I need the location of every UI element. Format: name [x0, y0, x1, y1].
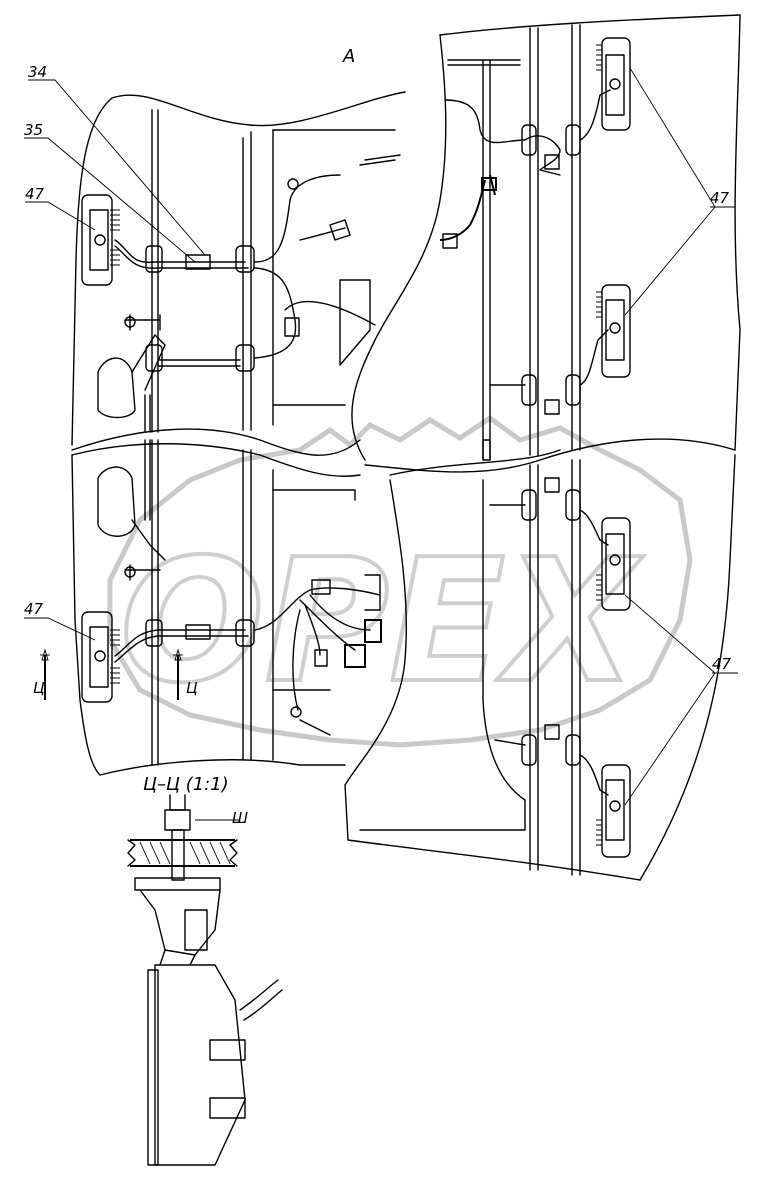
section-label: Ц–Ц (1:1)	[143, 774, 229, 795]
labels: А 34 35 47 47 47 47 Ц Ц Ц–Ц (1:1) Ш	[24, 46, 732, 827]
lamp-left-bottom	[81, 611, 120, 703]
lamp-right-4	[596, 764, 631, 858]
wiring-right	[439, 89, 611, 796]
watermark-logo: ОРЕХ	[107, 414, 693, 748]
section-detail	[127, 794, 283, 1166]
cut-marker-left: Ц	[33, 679, 45, 697]
clearance-lamp-left-lower	[97, 439, 166, 581]
callout-47-left-top: 47	[25, 185, 45, 203]
wiring-left-lower	[114, 574, 382, 736]
lamp-right-2	[596, 284, 631, 378]
clearance-lamp-left-upper	[97, 334, 166, 433]
watermark-text: ОРЕХ	[120, 523, 644, 721]
wiring-left-upper	[114, 174, 376, 372]
left-lower-panel	[71, 439, 361, 776]
callout-47-right-bottom: 47	[712, 655, 732, 673]
callout-34: 34	[28, 63, 47, 81]
lamp-right-3	[596, 517, 631, 611]
lamp-left-top	[81, 194, 120, 286]
cut-marker-right: Ц	[186, 679, 198, 697]
callout-leaders	[24, 67, 738, 806]
right-panel	[344, 14, 741, 881]
left-upper-panel	[71, 91, 406, 456]
lamp-right-1	[596, 37, 631, 131]
callout-35: 35	[24, 121, 43, 139]
view-label: А	[342, 46, 355, 67]
callout-47-right-top: 47	[710, 189, 730, 207]
section-cut-markers	[40, 648, 183, 700]
detail-label: Ш	[232, 809, 248, 827]
callout-47-left-bottom: 47	[24, 600, 44, 618]
